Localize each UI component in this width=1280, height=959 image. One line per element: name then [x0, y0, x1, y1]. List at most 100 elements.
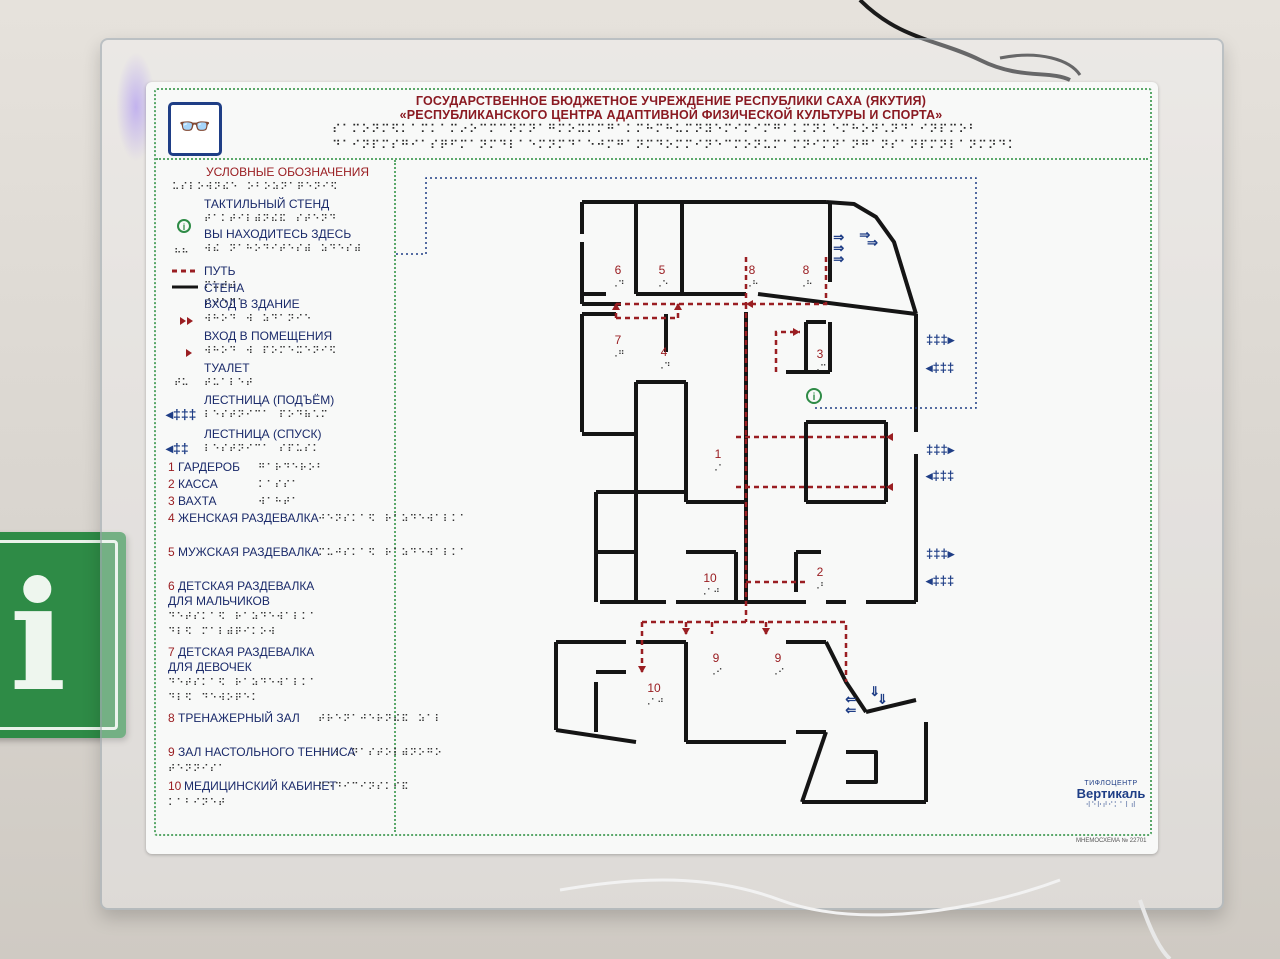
- map-room-braille: ⠠⠁: [711, 463, 724, 473]
- stairs-arrow-icon: ⇓⇓: [843, 694, 858, 716]
- map-room-number: 8: [803, 263, 810, 277]
- map-room-label: 8 ⠠⠓: [799, 263, 812, 289]
- legend-room-name-2: ДЛЯ МАЛЬЧИКОВ: [168, 594, 270, 608]
- legend-room-braille: ⠛⠁⠗⠙⠑⠗⠕⠃: [258, 463, 325, 474]
- map-room-braille: ⠠⠓: [799, 279, 812, 289]
- legend-entry-label: ВХОД В ПОМЕЩЕНИЯ: [204, 329, 332, 343]
- route-arrow-icon: [762, 628, 770, 635]
- legend-room-name: ЗАЛ НАСТОЛЬНОГО ТЕННИСА: [178, 745, 355, 759]
- cable-top: [858, 0, 1082, 82]
- legend-entry-braille: ⠺⠓⠕⠙⠀⠺⠀⠵⠙⠁⠝⠊⠑: [204, 314, 312, 325]
- legend-room-number: 4: [168, 511, 175, 525]
- map-info-stand-icon: [806, 388, 822, 404]
- legend-building-entry-icon: [180, 317, 193, 325]
- legend-room-braille-2: ⠞⠑⠝⠝⠊⠎⠁: [168, 764, 226, 775]
- legend-room-name: КАССА: [178, 477, 218, 491]
- legend-info-icon: [177, 219, 191, 233]
- header-braille-line2: ⠙⠁⠊⠝⠏⠍⠎⠛⠊⠁⠎⠟⠋⠍⠁⠝⠍⠙⠇⠁⠑⠍⠝⠍⠙⠁⠑⠚⠍⠛⠁⠝⠍⠙⠕⠍⠍⠊⠝⠑…: [332, 138, 1012, 152]
- legend-entry-label: СТЕНА: [204, 281, 244, 295]
- route-path: [614, 257, 886, 682]
- legend-room-name: ГАРДЕРОБ: [178, 460, 240, 474]
- legend-room-braille: ⠞⠗⠑⠝⠁⠚⠑⠗⠝⠮⠯⠀⠵⠁⠇: [318, 714, 443, 725]
- legend-room-braille-2: ⠙⠇⠫⠀⠍⠁⠇⠾⠟⠊⠅⠕⠺: [168, 627, 276, 638]
- legend-room-number: 5: [168, 545, 175, 559]
- stairs-arrow-icon: ‡‡‡▸: [926, 332, 956, 347]
- map-room-label: 9 ⠠⠊: [709, 651, 722, 677]
- legend-entry-label: ТУАЛЕТ: [204, 361, 250, 375]
- legend-room-name: ДЕТСКАЯ РАЗДЕВАЛКА: [178, 645, 314, 659]
- legend-here-braille-icon: ⠓⠓: [174, 248, 189, 259]
- institution-title-line1: ГОСУДАРСТВЕННОЕ БЮДЖЕТНОЕ УЧРЕЖДЕНИЕ РЕС…: [415, 94, 927, 108]
- map-room-label: 8 ⠠⠓: [745, 263, 758, 289]
- legend-room-braille: ⠍⠥⠚⠎⠅⠁⠫⠀⠗⠁⠵⠙⠑⠺⠁⠇⠅⠁: [318, 548, 468, 559]
- map-room-number: 5: [659, 263, 666, 277]
- legend-entry-label: ТАКТИЛЬНЫЙ СТЕНД: [204, 196, 329, 211]
- stairs-arrow-icon: ◂‡‡‡: [925, 573, 954, 588]
- wall-segment: [800, 731, 828, 803]
- map-room-number: 7: [615, 333, 622, 347]
- plaque-code: МНЕМОСХЕМА № 22701: [1076, 838, 1147, 844]
- route-segment: [774, 330, 800, 372]
- route-arrow-icon: [886, 483, 893, 491]
- brand-logo: ТИФЛОЦЕНТР Вертикаль ⠺⠑⠗⠞⠊⠅⠁⠇⠾: [1076, 780, 1146, 809]
- map-room-label: 9 ⠠⠊: [771, 651, 784, 677]
- legend-entry-label: ВЫ НАХОДИТЕСЬ ЗДЕСЬ: [204, 227, 351, 241]
- map-room-braille: ⠠⠓: [745, 279, 758, 289]
- legend-toilet-icon: ⠞⠥: [174, 378, 189, 389]
- legend-divider: [394, 160, 396, 832]
- header-divider: [156, 158, 1148, 160]
- map-room-label: 10⠠⠁⠚: [644, 681, 664, 707]
- map-room-braille: ⠠⠊: [771, 667, 784, 677]
- legend-room-name: МЕДИЦИНСКИЙ КАБИНЕТ: [184, 778, 337, 793]
- legend-room-number: 8: [168, 711, 175, 725]
- legend-entry-braille: ⠺⠓⠕⠙⠀⠺⠀⠏⠕⠍⠑⠭⠑⠝⠊⠫: [204, 346, 337, 357]
- legend-room-braille-2: ⠙⠇⠫⠀⠙⠑⠺⠕⠟⠑⠅: [168, 693, 260, 704]
- wall-segment: [846, 750, 878, 784]
- legend-entry-braille: ⠺⠮⠀⠝⠁⠓⠕⠙⠊⠞⠑⠎⠾⠀⠵⠙⠑⠎⠾: [204, 244, 362, 255]
- map-room-number: 6: [615, 263, 622, 277]
- wall-segment: [555, 728, 637, 744]
- legend-room-number: 9: [168, 745, 175, 759]
- legend-room-entry-icon: [186, 349, 192, 357]
- route-arrow-icon: [746, 300, 753, 308]
- stairs-arrow-icon: ◂‡‡‡: [925, 468, 954, 483]
- map-room-number: 3: [817, 347, 824, 361]
- map-room-braille: ⠠⠉: [813, 363, 826, 373]
- map-room-number: 9: [775, 651, 782, 665]
- legend-room-name: МУЖСКАЯ РАЗДЕВАЛКА: [178, 545, 319, 559]
- dotted-frame: [154, 88, 1152, 836]
- legend-entry-label: ЛЕСТНИЦА (СПУСК): [204, 427, 322, 441]
- route-arrow-icon: [674, 303, 682, 310]
- map-room-number: 10: [647, 681, 661, 695]
- map-room-number: 9: [713, 651, 720, 665]
- route-arrow-icon: [793, 328, 800, 336]
- map-room-braille: ⠠⠛: [611, 349, 624, 359]
- map-room-braille: ⠠⠑: [655, 279, 668, 289]
- legend-room-braille: ⠙⠑⠞⠎⠅⠁⠫⠀⠗⠁⠵⠙⠑⠺⠁⠇⠅⠁: [168, 678, 318, 689]
- wall-segment: [757, 292, 917, 316]
- legend-info-icon-glyph: i: [183, 222, 186, 232]
- map-room-braille: ⠠⠊: [709, 667, 722, 677]
- map-room-number: 10: [703, 571, 717, 585]
- map-room-label: 3 ⠠⠉: [813, 347, 826, 373]
- legend-room-number: 6: [168, 579, 175, 593]
- floor-plan-walls: [554, 200, 928, 804]
- legend-room-name: ДЕТСКАЯ РАЗДЕВАЛКА: [178, 579, 314, 593]
- legend-room-number: 10: [168, 779, 182, 793]
- legend-room-name: ЖЕНСКАЯ РАЗДЕВАЛКА: [178, 511, 319, 525]
- map-room-number: 1: [715, 447, 722, 461]
- map-room-number: 2: [817, 565, 824, 579]
- legend-entry-label: ПУТЬ: [204, 264, 236, 278]
- legend-stairs-up-icon: ◂‡‡‡: [165, 406, 196, 422]
- legend-entry-braille: ⠇⠑⠎⠞⠝⠊⠉⠁⠀⠏⠕⠙⠷⠡⠍: [204, 410, 329, 421]
- map-room-label: 2⠠⠃: [813, 565, 826, 591]
- legend-room-braille: ⠍⠑⠙⠊⠉⠊⠝⠎⠅⠊⠯: [318, 782, 410, 793]
- map-room-number: 8: [749, 263, 756, 277]
- legend-room-name: ТРЕНАЖЕРНЫЙ ЗАЛ: [178, 710, 300, 725]
